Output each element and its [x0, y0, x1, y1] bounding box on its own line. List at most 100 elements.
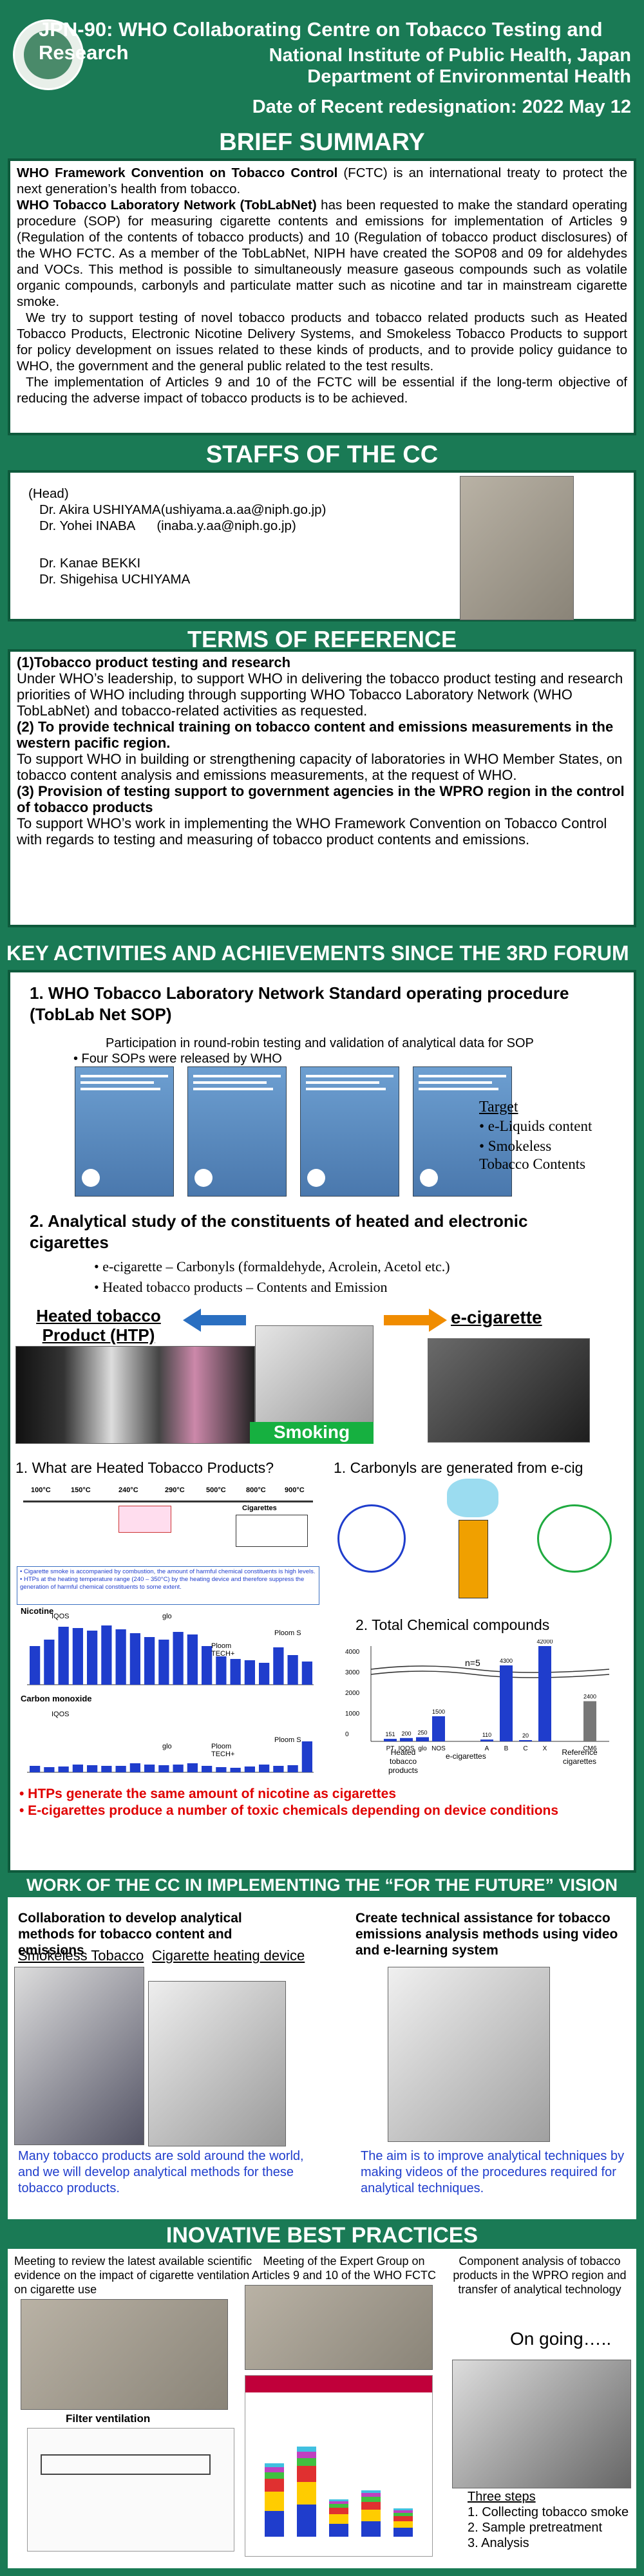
stacked-bar-segment [265, 2467, 284, 2472]
finding-ecig: • E-cigarettes produce a number of toxic… [19, 1803, 559, 1818]
stacked-bar-segment [297, 2505, 316, 2537]
temp-tick: 150°C [71, 1486, 91, 1494]
finding-htp: • HTPs generate the same amount of nicot… [19, 1786, 397, 1801]
ploom-s-label: Ploom S [274, 1629, 301, 1637]
heating-device-label: Cigarette heating device [152, 1947, 305, 1964]
stacked-bar-segment [393, 2510, 413, 2513]
chemical-structure [337, 1504, 406, 1573]
stacked-bar-segment [297, 2452, 316, 2458]
future-box: Collaboration to develop analytical meth… [8, 1897, 636, 2219]
ecig-label: e-cigarette [451, 1307, 542, 1327]
carbonyl-diagram [331, 1479, 634, 1607]
comparison-chart-panel [245, 2375, 433, 2557]
sop-document-1 [75, 1066, 174, 1197]
sop-line-2: • Four SOPs were released by WHO [73, 1052, 282, 1066]
x-tick-label: X [543, 1745, 547, 1752]
chart-bar [144, 1765, 155, 1772]
x-tick-label: IQOS [398, 1745, 414, 1752]
sop-line-1: Participation in round-robin testing and… [106, 1036, 534, 1050]
y-tick: 2000 [345, 1690, 360, 1697]
chart-bar [244, 1660, 255, 1685]
chart-bar [500, 1665, 513, 1741]
chart-bar [480, 1739, 493, 1741]
co-chart [27, 1741, 314, 1773]
combustion-box [236, 1515, 308, 1547]
staff-member: Dr. Akira USHIYAMA(ushiyama.a.aa@niph.go… [39, 502, 327, 517]
x-tick-label: A [485, 1745, 489, 1752]
term-title: (1)Tobacco product testing and research [17, 654, 291, 670]
chart-bar [273, 1647, 284, 1685]
summary-p4: The implementation of Articles 9 and 10 … [17, 375, 627, 406]
terms-heading: TERMS OF REFERENCE [10, 626, 634, 652]
chart-bar [216, 1767, 227, 1772]
target-label: Target [479, 1099, 518, 1115]
temp-tick: 500°C [206, 1486, 226, 1494]
stacked-bar-segment [361, 2510, 381, 2521]
stacked-bar-segment [265, 2492, 284, 2511]
chart-bar [44, 1640, 55, 1685]
bar-value-label: 20 [522, 1732, 529, 1739]
term-title: (2) To provide technical training on tob… [17, 719, 614, 751]
chart-bar [101, 1625, 112, 1685]
lab-equipment-photo [452, 2360, 631, 2488]
x-tick-label: C [523, 1745, 527, 1752]
iqos-label: IQOS [52, 1710, 70, 1718]
iqos-label: IQOS [52, 1613, 70, 1620]
smokeless-label: Smokeless Tobacco [18, 1947, 144, 1964]
target-item: • e-Liquids content [479, 1118, 592, 1134]
chart-bar [30, 1646, 41, 1685]
nicotine-chart [27, 1625, 314, 1685]
chart-bar [72, 1765, 83, 1772]
term-body: To support WHO’s work in implementing th… [17, 815, 607, 848]
target-item: • Smokeless Tobacco Contents [479, 1138, 586, 1172]
head-label: (Head) [28, 486, 69, 501]
department-name: Department of Environmental Health [307, 66, 631, 87]
staff-group-photo [460, 476, 574, 620]
chart-bar [416, 1737, 429, 1741]
bar-value-label: 4300 [500, 1658, 513, 1664]
chart-bar [202, 1766, 213, 1772]
stacked-bar-segment [329, 2499, 348, 2501]
total-chemical-chart: 151PT200IQOS250glo1500NOS110A4300B20C420… [370, 1640, 610, 1752]
ecig-bullet: • e-cigarette – Carbonyls (formaldehyde,… [94, 1258, 450, 1274]
stacked-bar-segment [361, 2493, 381, 2497]
group-label: e-cigarettes [446, 1752, 486, 1761]
nicotine-chart-label: Nicotine [21, 1606, 54, 1616]
temp-tick: 290°C [165, 1486, 185, 1494]
y-tick: 1000 [345, 1710, 360, 1718]
chart-bar [129, 1633, 140, 1685]
total-chemical-heading: 2. Total Chemical compounds [355, 1616, 550, 1633]
staff-box: (Head) Dr. Akira USHIYAMA(ushiyama.a.aa@… [8, 470, 636, 621]
htp-bullet: • Heated tobacco products – Contents and… [94, 1279, 388, 1295]
best-box: Meeting to review the latest available s… [8, 2249, 636, 2568]
x-tick-label: B [504, 1745, 509, 1752]
chart-bar [173, 1765, 184, 1772]
axis-break-line [370, 1671, 610, 1678]
stacked-bar-segment [393, 2521, 413, 2528]
staff-member: Dr. Kanae BEKKI [39, 556, 141, 571]
total-y-ticks: 4000 3000 2000 1000 0 [345, 1642, 359, 1745]
chart-bar [583, 1701, 596, 1741]
stacked-bar-segment [361, 2521, 381, 2537]
stacked-bar-segment [393, 2516, 413, 2521]
chart-bar [216, 1656, 227, 1685]
fctc-term: WHO Framework Convention on Tobacco Cont… [17, 166, 338, 180]
chart-bar [44, 1767, 55, 1772]
redesignation-date: Date of Recent redesignation: 2022 May 1… [252, 97, 631, 117]
summary-p2: has been requested to make the standard … [17, 198, 627, 309]
bar-value-label: 110 [482, 1732, 491, 1738]
sop-document-3 [300, 1066, 399, 1197]
sop-section-title: 1. WHO Tobacco Laboratory Network Standa… [30, 983, 569, 1024]
carbonyl-cloud [447, 1479, 498, 1517]
ongoing-label: On going….. [510, 2329, 612, 2349]
term-body: To support WHO in building or strengthen… [17, 751, 623, 783]
chart-bar [400, 1738, 413, 1741]
summary-p3: We try to support testing of novel tobac… [17, 310, 627, 374]
x-tick-label: glo [418, 1745, 427, 1752]
chart-bar [158, 1765, 169, 1772]
x-tick-label: NOS [431, 1745, 446, 1752]
sop-document-4 [413, 1066, 512, 1197]
chart-bar [115, 1766, 126, 1772]
chart-bar [87, 1765, 98, 1772]
carbonyl-heading: 1. Carbonyls are generated from e-cig [334, 1459, 583, 1476]
